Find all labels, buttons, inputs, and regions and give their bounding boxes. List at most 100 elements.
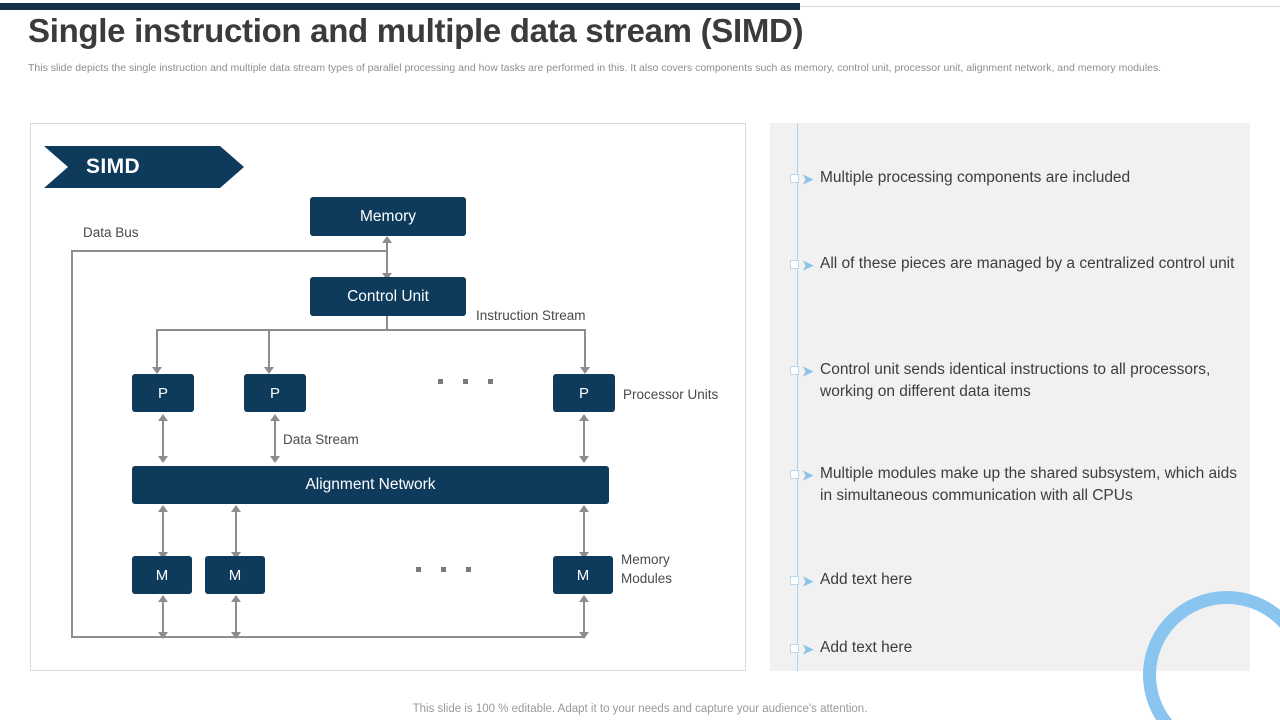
arrowhead-down-mn-databus: [579, 632, 589, 639]
page-subtitle: This slide depicts the single instructio…: [28, 62, 1162, 74]
connector-p2-alignment: [274, 418, 276, 460]
bullet-square-icon: [790, 260, 799, 269]
arrowhead-down-p1-align: [158, 456, 168, 463]
instruction-drop-p1: [156, 329, 158, 372]
label-memory-modules-line2: Modules: [621, 571, 673, 586]
bullet-marker-icon: ➤: [790, 170, 820, 190]
bullet-square-icon: [790, 174, 799, 183]
chevron-right-icon: ➤: [802, 363, 814, 379]
ellipsis-dot: [438, 379, 443, 384]
chevron-right-icon: ➤: [802, 641, 814, 657]
chevron-right-icon: ➤: [802, 467, 814, 483]
connector-memory-control: [386, 238, 388, 278]
bullet-timeline-line: [797, 123, 798, 671]
bullet-item-5[interactable]: ➤ Add text here: [790, 569, 1240, 592]
ellipsis-dot: [463, 379, 468, 384]
bullet-item-1[interactable]: ➤ Multiple processing components are inc…: [790, 167, 1240, 190]
bullet-square-icon: [790, 644, 799, 653]
databus-horizontal: [71, 250, 387, 252]
diagram-panel: SIMD Data Bus Memory Control Unit Instru…: [30, 123, 746, 671]
connector-align-mn: [583, 508, 585, 556]
page-title: Single instruction and multiple data str…: [28, 12, 804, 49]
footer-note: This slide is 100 % editable. Adapt it t…: [412, 703, 868, 715]
bullet-text: Multiple modules make up the shared subs…: [820, 465, 1237, 504]
bullet-marker-icon: ➤: [790, 466, 820, 486]
connector-align-m1: [162, 508, 164, 556]
bullet-item-2[interactable]: ➤ All of these pieces are managed by a c…: [790, 253, 1240, 276]
arrowhead-up-m1-databus: [158, 595, 168, 602]
ellipsis-dot: [488, 379, 493, 384]
chevron-right-icon: ➤: [802, 171, 814, 187]
connector-m1-databus: [162, 598, 164, 636]
arrowhead-up-m2-databus: [231, 595, 241, 602]
ellipsis-dot: [441, 567, 446, 572]
connector-align-m2: [235, 508, 237, 556]
arrowhead-down-align-m2: [231, 552, 241, 559]
memory-module-ellipsis: [416, 567, 471, 572]
databus-bottom-horizontal: [71, 636, 583, 638]
label-data-bus: Data Bus: [83, 225, 139, 240]
instruction-drop-p2: [268, 329, 270, 372]
bullet-text: Add text here: [820, 639, 913, 656]
alignment-network-box: Alignment Network: [132, 466, 609, 504]
bullet-text: Multiple processing components are inclu…: [820, 169, 1131, 186]
bullet-marker-icon: ➤: [790, 572, 820, 592]
bullet-item-3[interactable]: ➤ Control unit sends identical instructi…: [790, 359, 1240, 403]
control-unit-stem: [386, 316, 388, 331]
bullet-marker-icon: ➤: [790, 256, 820, 276]
arrowhead-up-p2-align: [270, 414, 280, 421]
connector-mn-databus: [583, 598, 585, 636]
bullet-text: Control unit sends identical instruction…: [820, 361, 1211, 400]
label-instruction-stream: Instruction Stream: [476, 308, 586, 323]
memory-module-box-2: M: [205, 556, 265, 594]
arrowhead-up-align-m1: [158, 505, 168, 512]
arrowhead-down-align-m1: [158, 552, 168, 559]
chevron-right-icon: ➤: [802, 573, 814, 589]
arrowhead-down-p1: [152, 367, 162, 374]
simd-banner: SIMD: [44, 146, 244, 188]
ellipsis-dot: [416, 567, 421, 572]
arrowhead-up-memory: [382, 236, 392, 243]
arrowhead-down-pn-align: [579, 456, 589, 463]
bullet-marker-icon: ➤: [790, 640, 820, 660]
chevron-right-icon: ➤: [802, 257, 814, 273]
simd-banner-label: SIMD: [86, 155, 141, 178]
instruction-drop-pn: [584, 329, 586, 372]
arrowhead-up-p1-align: [158, 414, 168, 421]
processor-unit-box-1: P: [132, 374, 194, 412]
label-data-stream: Data Stream: [283, 432, 359, 447]
memory-module-box-n: M: [553, 556, 613, 594]
bullet-item-6[interactable]: ➤ Add text here: [790, 637, 1240, 660]
arrowhead-down-pn: [580, 367, 590, 374]
processor-ellipsis: [438, 379, 493, 384]
arrowhead-down-m2-databus: [231, 632, 241, 639]
instruction-bus-horizontal: [156, 329, 586, 331]
bullet-panel: ➤ Multiple processing components are inc…: [770, 123, 1250, 671]
connector-m2-databus: [235, 598, 237, 636]
control-unit-box: Control Unit: [310, 277, 466, 316]
processor-unit-box-n: P: [553, 374, 615, 412]
memory-module-box-1: M: [132, 556, 192, 594]
arrowhead-down-p2: [264, 367, 274, 374]
bullet-item-4[interactable]: ➤ Multiple modules make up the shared su…: [790, 463, 1240, 507]
connector-pn-alignment: [583, 418, 585, 460]
databus-vertical-left: [71, 250, 73, 638]
processor-unit-box-2: P: [244, 374, 306, 412]
arrowhead-down-m1-databus: [158, 632, 168, 639]
bullet-square-icon: [790, 576, 799, 585]
arrowhead-down-control: [382, 273, 392, 280]
connector-p1-alignment: [162, 418, 164, 460]
bullet-text: Add text here: [820, 571, 913, 588]
arrowhead-up-align-m2: [231, 505, 241, 512]
arrowhead-up-mn-databus: [579, 595, 589, 602]
bullet-marker-icon: ➤: [790, 362, 820, 382]
label-processor-units: Processor Units: [623, 387, 719, 402]
arrowhead-up-align-mn: [579, 505, 589, 512]
bullet-square-icon: [790, 470, 799, 479]
bullet-text: All of these pieces are managed by a cen…: [820, 255, 1235, 272]
arrowhead-down-p2-align: [270, 456, 280, 463]
top-accent-bar-dark: [0, 3, 800, 10]
top-accent-bar-light: [800, 6, 1280, 7]
label-memory-modules-line1: Memory: [621, 552, 670, 567]
